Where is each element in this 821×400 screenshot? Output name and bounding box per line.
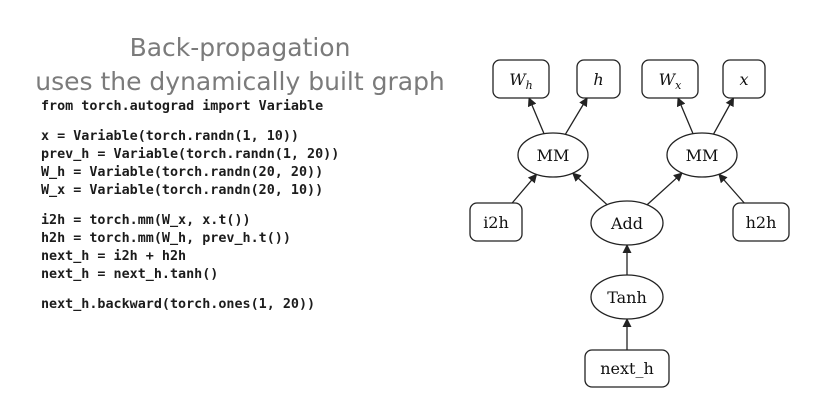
node-wh-base: W <box>509 70 527 89</box>
node-x-label: x <box>739 70 748 89</box>
edge-mm2-to-wx <box>676 97 694 134</box>
edge-add-to-mm2 <box>646 172 683 206</box>
node-tanh-label: Tanh <box>607 288 647 307</box>
node-i2h: i2h <box>469 202 523 242</box>
node-wh-sub: h <box>526 79 533 92</box>
slide-title-line-2: uses the dynamically built graph <box>35 67 445 96</box>
svg-text:Wx: Wx <box>659 70 682 92</box>
node-mm1-label: MM <box>537 146 570 165</box>
node-x: x <box>722 59 766 99</box>
code-line: x = Variable(torch.randn(1, 10)) <box>41 129 299 144</box>
node-h-label: h <box>593 70 603 89</box>
node-i2h-label: i2h <box>483 213 509 232</box>
edge-add-to-mm1 <box>572 172 608 206</box>
node-mm2: MM <box>666 132 738 178</box>
code-line: h2h = torch.mm(W_h, prev_h.t()) <box>41 231 291 246</box>
code-module: torch.autograd <box>73 99 203 114</box>
node-nexth: next_h <box>584 349 670 388</box>
code-import-line: from torch.autograd import Variable <box>41 98 339 116</box>
edge-mm2-to-x <box>712 97 735 135</box>
code-line: prev_h = Variable(torch.randn(1, 20)) <box>41 147 340 162</box>
slide-title-line-1: Back-propagation <box>129 33 351 62</box>
node-h2h-label: h2h <box>746 213 777 232</box>
code-line: i2h = torch.mm(W_x, x.t()) <box>41 213 251 228</box>
code-line: next_h = next_h.tanh() <box>41 267 219 282</box>
svg-text:Wh: Wh <box>509 70 533 92</box>
code-keyword-import: import <box>202 99 251 114</box>
node-add-label: Add <box>610 214 643 233</box>
code-line: W_x = Variable(torch.randn(20, 10)) <box>41 183 324 198</box>
node-add: Add <box>590 200 664 246</box>
node-mm1: MM <box>517 132 589 178</box>
code-block: from torch.autograd import Variable x = … <box>41 98 339 314</box>
code-import-name: Variable <box>250 99 324 114</box>
node-wx: Wx <box>641 59 699 99</box>
code-line: next_h = i2h + h2h <box>41 249 187 264</box>
edge-mm1-to-h <box>564 97 588 135</box>
node-wx-sub: x <box>675 79 682 92</box>
edge-i2h-to-mm1 <box>511 173 538 204</box>
graph-edges <box>511 97 745 350</box>
code-line: next_h.backward(torch.ones(1, 20)) <box>41 297 316 312</box>
edge-h2h-to-mm2 <box>718 173 745 204</box>
node-h: h <box>576 59 621 99</box>
node-nexth-label: next_h <box>600 359 654 378</box>
node-tanh: Tanh <box>590 274 664 320</box>
node-mm2-label: MM <box>686 146 719 165</box>
edge-mm1-to-wh <box>527 97 545 134</box>
node-h2h: h2h <box>732 202 790 242</box>
code-line: W_h = Variable(torch.randn(20, 20)) <box>41 165 324 180</box>
node-wh: Wh <box>492 59 550 99</box>
code-keyword-from: from <box>41 99 74 114</box>
node-wx-base: W <box>659 70 677 89</box>
